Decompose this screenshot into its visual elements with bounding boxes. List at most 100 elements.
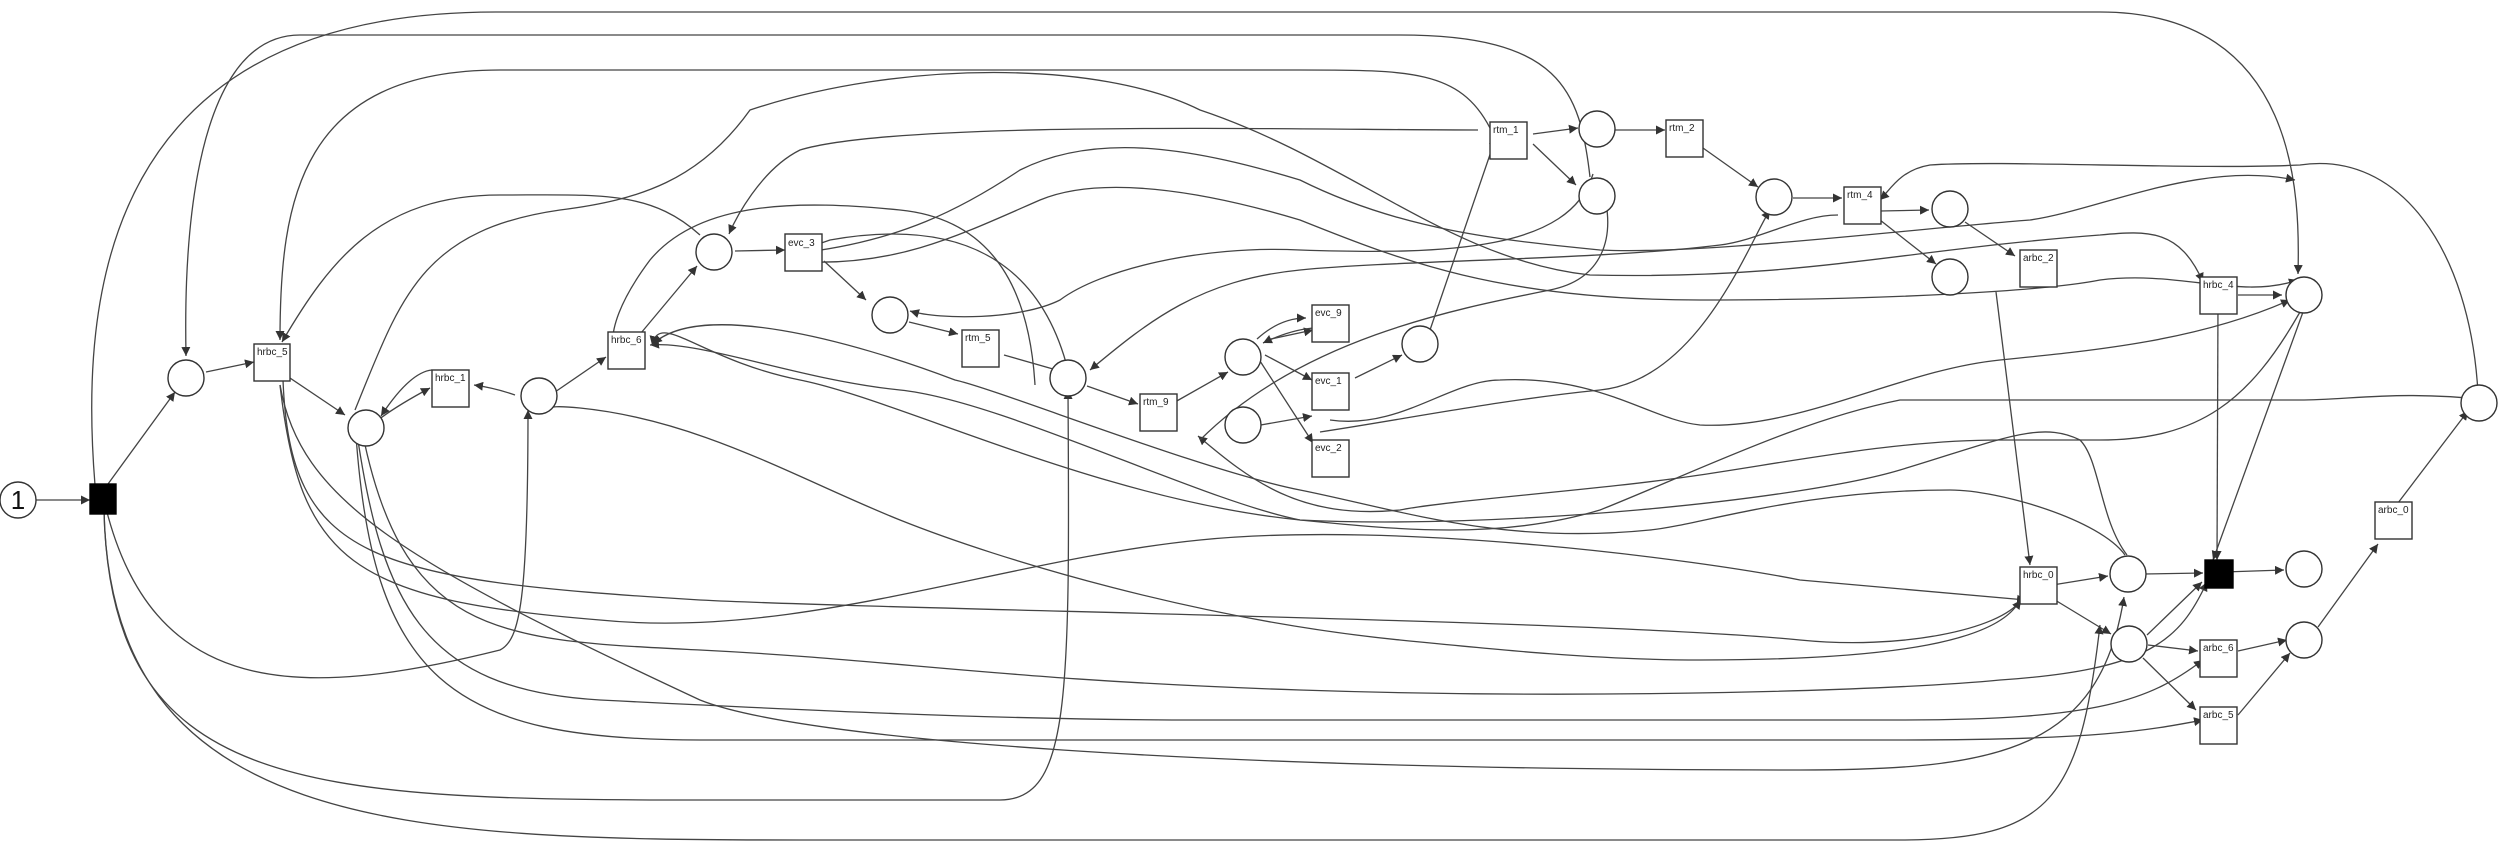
arc — [2237, 652, 2291, 716]
silent-transition-end — [2204, 559, 2234, 589]
arc — [806, 186, 2299, 301]
arc — [1995, 291, 2034, 566]
transition-arbc-0 — [2374, 501, 2413, 540]
transition-label: rtm_1 — [1493, 125, 1519, 136]
arc — [2147, 644, 2199, 655]
place — [1578, 177, 1616, 215]
arc — [359, 419, 2208, 695]
arc — [2212, 301, 2222, 561]
place — [2109, 555, 2147, 593]
arc — [473, 381, 516, 396]
transition-evc-2 — [1311, 439, 1350, 478]
transition-label: hrbc_0 — [2023, 570, 2054, 581]
transition-label: rtm_4 — [1847, 190, 1873, 201]
place — [1224, 406, 1262, 444]
transition-layer: hrbc_5 hrbc_1 hrbc_6 evc_3 rtm_5 rtm_9 e… — [253, 119, 2413, 745]
arc — [908, 321, 959, 337]
transition-label: hrbc_1 — [435, 373, 466, 384]
transition-rtm-4 — [1843, 186, 1882, 225]
place — [1578, 110, 1616, 148]
arc — [1259, 360, 1314, 444]
transition-arbc-2 — [2019, 249, 2058, 288]
transition-arbc-6 — [2199, 639, 2238, 678]
arc — [640, 265, 698, 334]
transition-rtm-9 — [1139, 393, 1178, 432]
transition-hrbc-0 — [2019, 566, 2058, 605]
arc — [1532, 143, 1577, 186]
arc — [1532, 124, 1579, 135]
arc — [607, 204, 1036, 386]
arc — [1254, 413, 1313, 427]
arc — [1256, 313, 1307, 340]
transition-label: rtm_2 — [1669, 123, 1695, 134]
place — [1755, 178, 1793, 216]
arc — [2143, 568, 2204, 578]
place — [2285, 550, 2323, 588]
arc — [806, 233, 1069, 371]
place — [1049, 359, 1087, 397]
arc — [806, 146, 2296, 253]
arc — [909, 173, 1594, 318]
transition-label: evc_3 — [788, 238, 815, 249]
arc — [1264, 354, 1313, 381]
arc — [354, 419, 2204, 741]
arc — [728, 127, 1479, 235]
arc — [539, 402, 2021, 661]
transition-evc-3 — [784, 233, 823, 272]
arc — [2054, 599, 2112, 635]
arc — [279, 384, 2027, 624]
arc — [2317, 543, 2379, 628]
arc — [2146, 581, 2203, 636]
silent-transition-layer — [89, 483, 2234, 589]
arc — [1197, 311, 2301, 513]
transition-hrbc-4 — [2199, 276, 2238, 315]
arc — [1086, 385, 1139, 406]
transition-label: hrbc_4 — [2203, 280, 2234, 291]
arc — [91, 11, 2303, 486]
arc — [823, 260, 867, 301]
place — [167, 359, 205, 397]
arc — [107, 391, 176, 485]
arc — [283, 373, 346, 416]
arc — [652, 324, 2126, 556]
place — [2460, 384, 2498, 422]
transition-label: hrbc_5 — [257, 347, 288, 358]
arc — [377, 387, 431, 421]
arc — [1879, 162, 2479, 394]
arc — [1089, 214, 1839, 371]
transition-label: arbc_2 — [2023, 253, 2054, 264]
arc — [2223, 565, 2285, 575]
arc — [1879, 205, 1930, 215]
arc — [2142, 657, 2197, 711]
arc — [103, 509, 2104, 841]
arc — [205, 359, 255, 373]
initial-token: 1 — [11, 485, 25, 515]
place — [520, 377, 558, 415]
transition-label: hrbc_6 — [611, 335, 642, 346]
arc — [649, 332, 2128, 556]
place — [871, 296, 909, 334]
place — [1931, 190, 1969, 228]
transition-label: arbc_0 — [2378, 505, 2409, 516]
transition-rtm-1 — [1489, 121, 1528, 160]
arc-layer — [33, 11, 2489, 841]
arc — [554, 356, 607, 393]
silent-transition-start — [89, 483, 117, 515]
transition-label: rtm_5 — [965, 333, 991, 344]
arc — [380, 369, 433, 417]
arc — [275, 69, 1491, 341]
transition-rtm-5 — [961, 329, 1000, 368]
arc — [1879, 219, 1937, 265]
transition-hrbc-5 — [253, 343, 291, 382]
arc — [2237, 637, 2288, 652]
arc — [1429, 136, 1498, 331]
arc — [734, 245, 786, 255]
arc — [181, 34, 1591, 357]
arc — [1199, 179, 1609, 441]
arc — [1964, 221, 2016, 257]
place — [2110, 625, 2148, 663]
place — [2285, 621, 2323, 659]
transition-rtm-2 — [1665, 119, 1704, 158]
transition-evc-1 — [1311, 372, 1350, 411]
